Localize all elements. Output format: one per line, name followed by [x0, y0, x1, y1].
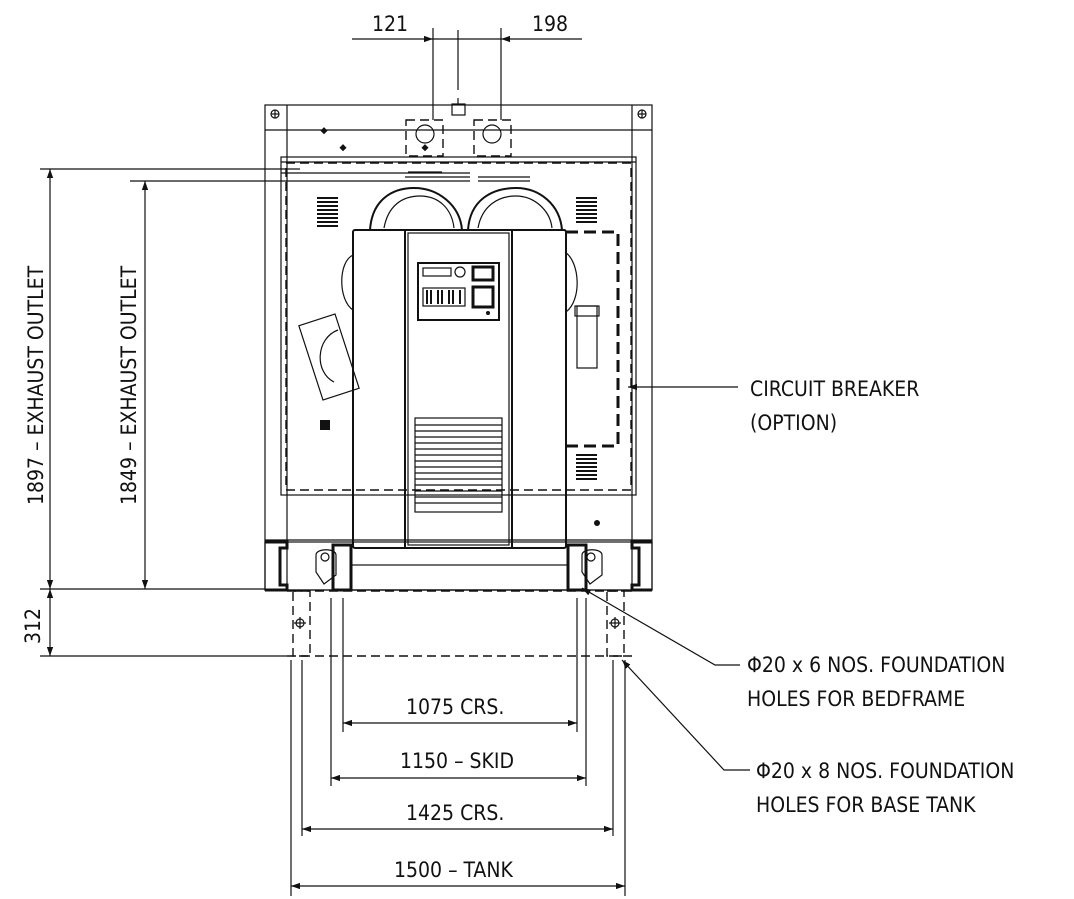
engine-enclosure-outline: [280, 127, 637, 526]
callout-bedframe-holes: Φ20 x 6 NOS. FOUNDATION HOLES FOR BEDFRA…: [581, 587, 1005, 711]
callout-breaker-line1: CIRCUIT BREAKER: [750, 377, 919, 401]
dim-121: 121: [372, 12, 408, 36]
dim-1425-crs: 1425 CRS.: [406, 801, 504, 825]
dim-1500-tank: 1500 – TANK: [394, 858, 513, 882]
front-louvre: [414, 417, 503, 513]
dim-1849-exhaust-outlet: 1849 – EXHAUST OUTLET: [117, 265, 141, 505]
callout-breaker-line2: (OPTION): [750, 411, 837, 435]
callout-basetank-line1: Φ20 x 8 NOS. FOUNDATION: [756, 759, 1014, 783]
bedframe-skid: [264, 540, 653, 592]
dim-1075-crs: 1075 CRS.: [406, 695, 504, 719]
dim-1150-skid: 1150 – SKID: [400, 749, 514, 773]
width-dimensions: 1075 CRS. 1150 – SKID 1425 CRS. 1500 – T…: [290, 598, 626, 896]
lifting-frame: [264, 104, 653, 591]
engine-side-components: [298, 251, 600, 430]
callout-bedframe-line2: HOLES FOR BEDFRAME: [747, 687, 965, 711]
vent-grilles: [317, 197, 597, 480]
callout-bedframe-line1: Φ20 x 6 NOS. FOUNDATION: [747, 653, 1005, 677]
callout-basetank-holes: Φ20 x 8 NOS. FOUNDATION HOLES FOR BASE T…: [621, 659, 1014, 817]
exhaust-outlets: [405, 98, 530, 182]
callout-circuit-breaker: CIRCUIT BREAKER (OPTION): [628, 377, 919, 435]
turbochargers: [368, 186, 564, 231]
fuel-filter: [576, 305, 598, 369]
dim-1897-exhaust-outlet: 1897 – EXHAUST OUTLET: [24, 265, 48, 505]
circuit-breaker-box: [566, 230, 620, 448]
dim-198: 198: [532, 12, 568, 36]
base-tank: [287, 590, 632, 657]
dim-312: 312: [21, 608, 45, 644]
height-dimensions: 1897 – EXHAUST OUTLET 1849 – EXHAUST OUT…: [21, 168, 470, 657]
callout-basetank-line2: HOLES FOR BASE TANK: [756, 793, 976, 817]
control-panel: [417, 262, 500, 321]
top-dimensions: 121 198: [352, 12, 582, 120]
control-cabinet: [352, 229, 567, 549]
